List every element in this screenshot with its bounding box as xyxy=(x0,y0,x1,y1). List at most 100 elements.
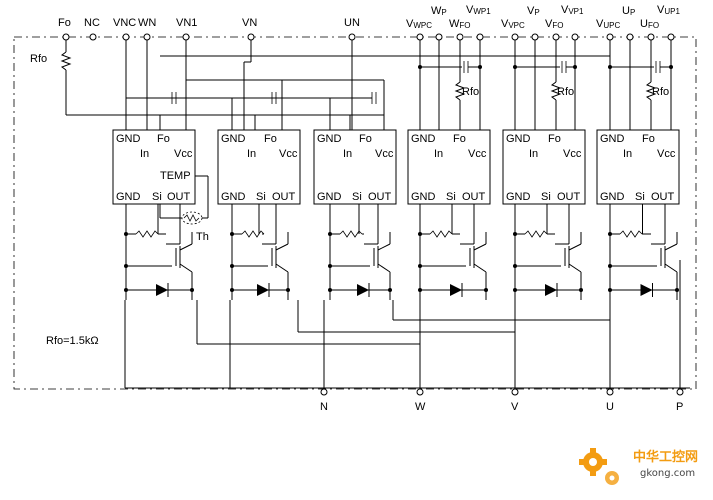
pin-vn xyxy=(247,33,255,41)
label-vup1: VUP1 xyxy=(657,4,680,16)
svg-text:Fo: Fo xyxy=(453,133,466,145)
label-nc: NC xyxy=(84,17,100,29)
svg-text:Si: Si xyxy=(152,191,162,203)
svg-text:In: In xyxy=(623,148,632,160)
svg-text:OUT: OUT xyxy=(557,191,581,203)
pin-up xyxy=(626,33,634,41)
svg-text:Fo: Fo xyxy=(264,133,277,145)
power-leg-u-low xyxy=(328,204,392,300)
label-v: V xyxy=(511,401,519,413)
bottom-terminals: N W V U P xyxy=(320,388,684,413)
svg-text:OUT: OUT xyxy=(368,191,392,203)
svg-text:OUT: OUT xyxy=(651,191,675,203)
driver-ic-un: GND Fo In Vcc GND Si OUT xyxy=(313,129,397,205)
label-wp: WP xyxy=(431,5,447,17)
svg-text:In: In xyxy=(529,148,538,160)
watermark-brand: 中华工控网 xyxy=(633,449,698,465)
label-vnc: VNC xyxy=(113,17,136,29)
pin-vvp1 xyxy=(571,33,579,41)
pin-vvpc xyxy=(511,33,519,41)
label-p: P xyxy=(676,401,683,413)
pin-ufo xyxy=(647,33,655,41)
pin-fo xyxy=(62,33,70,41)
top-terminal-labels: Fo NC VNC WN VN1 VN UN WP VWP1 VWPC WFO … xyxy=(58,4,680,30)
label-vfo: VFO xyxy=(545,18,563,30)
svg-text:OUT: OUT xyxy=(462,191,486,203)
svg-text:Vcc: Vcc xyxy=(468,148,487,160)
svg-text:Vcc: Vcc xyxy=(279,148,298,160)
label-vwp1: VWP1 xyxy=(466,4,491,16)
pin-p xyxy=(676,388,684,396)
svg-text:Fo: Fo xyxy=(642,133,655,145)
pin-u xyxy=(606,388,614,396)
pin-vnc xyxy=(122,33,130,41)
label-wfo: WFO xyxy=(449,18,471,30)
pin-n xyxy=(320,388,328,396)
pin-vp xyxy=(531,33,539,41)
svg-text:Si: Si xyxy=(352,191,362,203)
output-buses xyxy=(124,260,690,389)
high-side-wiring: Rfo Rfo Rfo xyxy=(418,40,673,130)
label-n: N xyxy=(320,401,328,413)
svg-text:Vcc: Vcc xyxy=(563,148,582,160)
svg-text:In: In xyxy=(247,148,256,160)
label-up: UP xyxy=(622,5,635,17)
pin-vup1 xyxy=(667,33,675,41)
svg-text:In: In xyxy=(434,148,443,160)
svg-text:Vcc: Vcc xyxy=(375,148,394,160)
svg-text:GND: GND xyxy=(221,191,246,203)
watermark-url: gkong.com xyxy=(640,468,695,479)
rfo-label-fo: Rfo xyxy=(30,53,47,65)
svg-text:TEMP: TEMP xyxy=(160,170,191,182)
label-vvpc: VVPC xyxy=(501,18,525,30)
svg-text:Fo: Fo xyxy=(548,133,561,145)
svg-text:Si: Si xyxy=(446,191,456,203)
label-vn1: VN1 xyxy=(176,17,197,29)
label-vn: VN xyxy=(242,17,257,29)
pin-nc xyxy=(89,33,97,41)
svg-text:Vcc: Vcc xyxy=(657,148,676,160)
svg-text:In: In xyxy=(140,148,149,160)
low-side-wiring xyxy=(60,40,610,130)
power-leg-w-low xyxy=(124,204,194,300)
label-fo: Fo xyxy=(58,17,71,29)
thermistor: Th xyxy=(159,175,209,243)
svg-text:GND: GND xyxy=(317,133,342,145)
power-leg-v-low xyxy=(230,204,290,300)
svg-text:GND: GND xyxy=(221,133,246,145)
power-leg-w-high xyxy=(418,204,488,300)
pin-vupc xyxy=(606,33,614,41)
pin-v xyxy=(511,388,519,396)
label-vwpc: VWPC xyxy=(406,18,432,30)
power-leg-v-high xyxy=(513,204,583,300)
label-w: W xyxy=(415,401,426,413)
pin-wp xyxy=(435,33,443,41)
svg-text:GND: GND xyxy=(411,191,436,203)
svg-text:In: In xyxy=(343,148,352,160)
svg-text:GND: GND xyxy=(317,191,342,203)
label-vp: VP xyxy=(527,5,540,17)
rfo-label-w: Rfo xyxy=(462,86,479,98)
driver-ic-wp: GND Fo In Vcc GND Si OUT xyxy=(407,129,491,205)
label-vvp1: VVP1 xyxy=(561,4,584,16)
pin-w xyxy=(416,388,424,396)
svg-text:GND: GND xyxy=(116,133,141,145)
rfo-value-note: Rfo=1.5kΩ xyxy=(46,335,99,347)
svg-text:GND: GND xyxy=(116,191,141,203)
label-wn: WN xyxy=(138,17,156,29)
svg-text:Si: Si xyxy=(541,191,551,203)
svg-text:Si: Si xyxy=(635,191,645,203)
power-stage xyxy=(124,204,679,300)
rfo-label-v: Rfo xyxy=(557,86,574,98)
svg-text:Fo: Fo xyxy=(359,133,372,145)
pin-vwpc xyxy=(416,33,424,41)
svg-text:Si: Si xyxy=(256,191,266,203)
gear-icon xyxy=(579,448,619,485)
label-ufo: UFO xyxy=(640,18,659,30)
label-vupc: VUPC xyxy=(596,18,620,30)
svg-text:GND: GND xyxy=(600,133,625,145)
rfo-label-u: Rfo xyxy=(652,86,669,98)
pin-un xyxy=(348,33,356,41)
svg-text:GND: GND xyxy=(411,133,436,145)
driver-ic-wn: GND Fo In Vcc TEMP GND Si OUT xyxy=(112,129,196,205)
